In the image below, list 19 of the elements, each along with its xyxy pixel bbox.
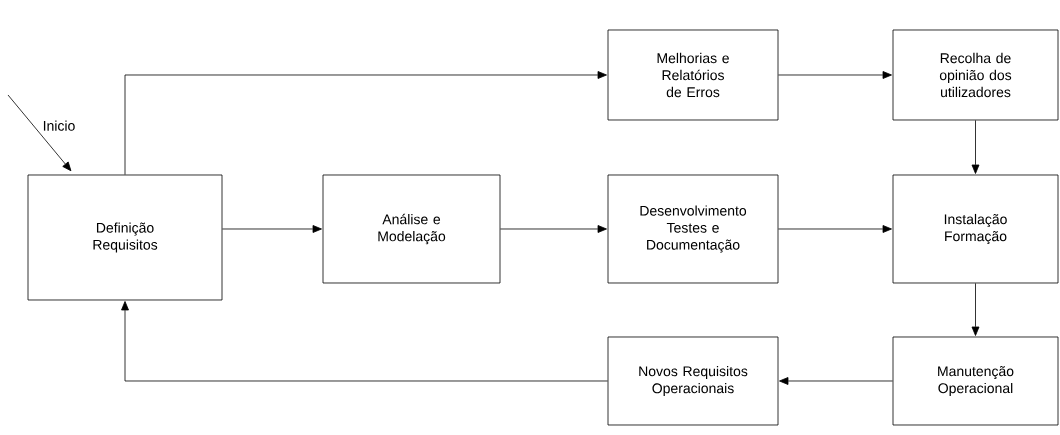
arrow xyxy=(124,71,607,175)
process-box: Manutenção Operacional xyxy=(892,336,1059,426)
arrow xyxy=(222,225,322,233)
process-box: Análise e Modelação xyxy=(322,174,501,284)
edge-label: Inicio xyxy=(41,119,77,132)
process-box: Desenvolvimento Testes e Documentação xyxy=(607,174,779,284)
process-box: Recolha de opinião dos utilizadores xyxy=(892,29,1059,121)
arrow xyxy=(500,225,607,233)
arrow xyxy=(121,301,608,382)
arrow xyxy=(971,283,980,336)
arrow xyxy=(778,225,892,233)
arrow xyxy=(971,120,980,174)
arrow xyxy=(778,71,892,79)
process-box: Definição Requisitos xyxy=(27,174,223,301)
arrow xyxy=(7,94,72,172)
process-box: Melhorias e Relatórios de Erros xyxy=(607,29,779,121)
process-box: Novos Requisitos Operacionais xyxy=(607,336,779,426)
process-box: Instalação Formação xyxy=(892,174,1059,284)
arrow xyxy=(779,377,893,385)
